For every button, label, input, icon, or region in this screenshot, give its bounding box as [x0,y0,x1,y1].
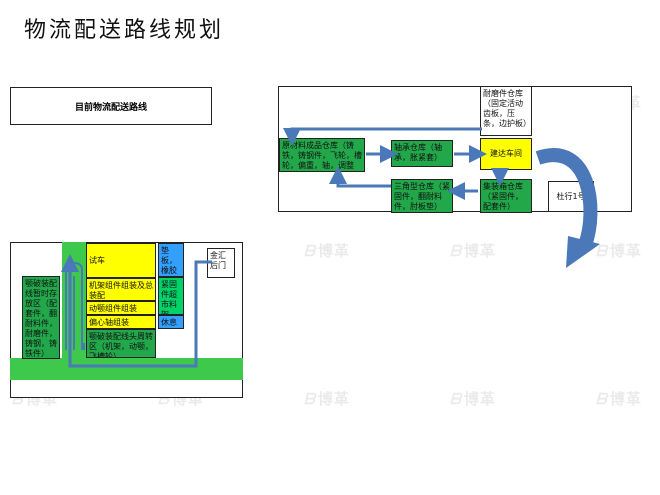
jianda-workshop: 建达车间 [480,138,532,170]
watermark-logo-icon: ᗷ [12,390,24,408]
watermark-logo-icon: ᗷ [450,390,462,408]
watermark-logo-icon: ᗷ [450,242,462,260]
line-head-turnover-area: 颚破装配线头周转区（机架，动颚，飞槽轮） [86,329,156,358]
page-title: 物流配送路线规划 [24,18,225,43]
current-route-label: 目前物流配送路线 [74,102,147,113]
route-triangle-to-raw [329,166,391,188]
watermark-logo-icon: ᗷ [304,242,316,260]
watermark-logo-icon: ᗷ [596,242,608,260]
route-back-door-in [61,254,212,368]
watermark-logo-icon: ᗷ [158,390,170,408]
rest-area: 休息区 [158,315,184,329]
bearing-warehouse: 轴承仓库（轴承，胀紧套） [391,140,453,167]
consumables-warehouse: 耐磨件仓库（固定活动齿板，压条，边护板） [480,86,532,136]
route-consumables-to-raw [283,127,482,146]
green-aisle [10,358,243,380]
watermark-logo-icon: ᗷ [304,390,316,408]
big-curved-arrow [535,148,598,248]
moving-jaw-assembly-area: 动颚组件组装 [86,301,156,315]
current-route-label-box: 目前物流配送路线 [10,87,212,125]
big-arrow-head [566,236,600,268]
watermark-logo-icon: ᗷ [596,390,608,408]
test-run-area: 试车 [86,243,156,278]
triangle-warehouse: 三角型仓库（紧固件，翻耐料件，肘板垫） [391,179,453,213]
route-loop-left [65,261,83,350]
gasket-storage-area: 垫板，橡胶垫存放区 [158,243,184,277]
eccentric-shaft-assembly-area: 偏心轴组装 [86,315,156,329]
frame-assembly-area: 机架组件组装及总装配 [86,278,156,301]
fastener-supermarket-rack: 紧固件超市料架 [158,277,184,315]
assembly-temp-storage: 颚破装配线暂时存放区（配套件，翻耐料件，耐磨件，铸钢，铸铁件） [22,276,60,359]
